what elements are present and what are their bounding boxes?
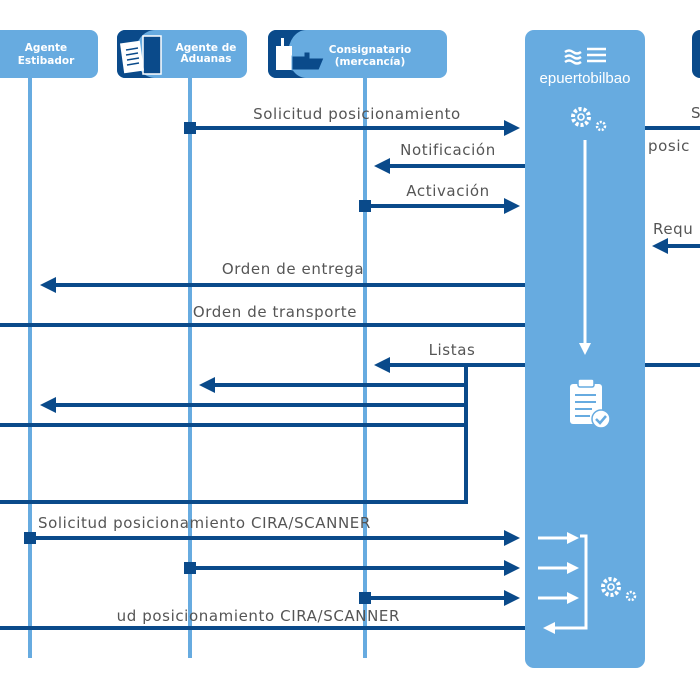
gears-icon xyxy=(571,107,607,132)
cira-scanner-flow xyxy=(538,532,588,634)
gears-icon xyxy=(601,577,637,602)
label-m7: Solicitud posicionamiento CIRA/SCANNER xyxy=(38,514,371,532)
svg-text:Estibador: Estibador xyxy=(18,55,75,67)
checklist-icon xyxy=(570,378,611,429)
actor-consignatario: Consignatario (mercancía) xyxy=(268,30,447,78)
epuertobilbao-system: epuertobilbao xyxy=(525,30,645,668)
label-m6: Listas xyxy=(429,341,476,359)
label-m4: Orden de entrega xyxy=(222,260,364,278)
label-m2: Notificación xyxy=(400,141,496,159)
actor-aduanas: Agente de Aduanas xyxy=(117,30,247,78)
svg-text:Aduanas: Aduanas xyxy=(180,53,231,65)
label-r2: posic xyxy=(648,137,690,155)
actor-estibador: Agente Estibador xyxy=(0,30,98,78)
actor-right-partial xyxy=(692,30,700,78)
lifelines xyxy=(28,78,367,658)
listas-distribution xyxy=(0,365,468,504)
svg-text:epuertobilbao: epuertobilbao xyxy=(540,70,631,87)
label-m1: Solicitud posicionamiento xyxy=(253,105,461,123)
label-m5: Orden de transporte xyxy=(193,303,357,321)
svg-text:Consignatario: Consignatario xyxy=(329,44,411,56)
clipboard-document-icon xyxy=(120,35,162,75)
label-m3: Activación xyxy=(406,182,489,200)
svg-text:(mercancía): (mercancía) xyxy=(335,56,406,68)
ship-icon xyxy=(276,38,325,71)
label-r1: S xyxy=(691,104,700,122)
svg-text:Agente de: Agente de xyxy=(176,42,237,54)
label-m8: ud posicionamiento CIRA/SCANNER xyxy=(117,607,400,625)
label-r3: Requ xyxy=(653,220,693,238)
svg-text:Agente: Agente xyxy=(25,42,67,54)
epuertobilbao-logo xyxy=(564,47,606,65)
